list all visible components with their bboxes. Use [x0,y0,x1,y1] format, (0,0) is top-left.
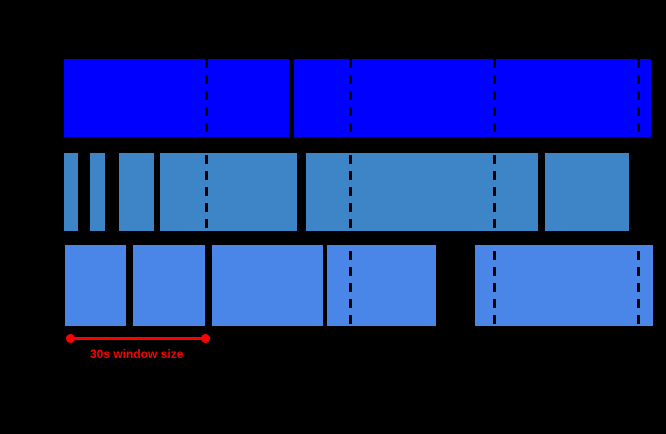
bar-segment-row-3 [133,245,205,326]
window-size-arrow-line [70,337,205,340]
bar-segment-row-2 [119,153,154,231]
bar-segment-row-2 [64,153,78,231]
bar-segment-row-3 [327,245,436,326]
window-boundary-line [493,59,496,326]
window-size-arrow-right-endpoint [201,334,210,343]
window-size-arrow-left-endpoint [66,334,75,343]
bar-segment-row-3 [475,245,653,326]
bar-segment-row-2 [90,153,105,231]
bar-segment-row-2 [545,153,629,231]
bar-segment-row-1 [294,59,651,137]
window-size-label: 30s window size [90,347,184,361]
bar-segment-row-3 [65,245,126,326]
window-boundary-line [349,59,352,326]
bar-segment-row-1 [64,59,289,137]
window-boundary-line [637,59,640,326]
window-boundary-line [205,59,208,326]
bar-segment-row-3 [212,245,323,326]
bar-segment-row-2 [306,153,538,231]
bar-segment-row-2 [160,153,297,231]
